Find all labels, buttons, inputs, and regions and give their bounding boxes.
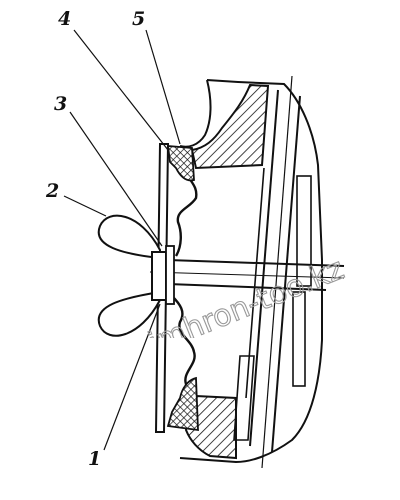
upper-wall-section xyxy=(190,83,270,170)
callout-5: 5 xyxy=(132,8,146,30)
leader-1 xyxy=(103,303,161,451)
leader-2 xyxy=(63,195,107,217)
leader-5 xyxy=(145,29,181,145)
callout-1: 1 xyxy=(88,448,102,470)
wing-nut-upper-wing xyxy=(97,214,161,260)
stem-axis xyxy=(149,271,345,279)
rod-inner xyxy=(245,167,265,399)
guide-block-upper xyxy=(296,175,312,287)
wing-nut-hub xyxy=(151,251,167,301)
callout-3: 3 xyxy=(54,93,68,115)
leader-3 xyxy=(69,111,163,247)
shaft-centerline xyxy=(261,75,293,469)
stem-bottom xyxy=(167,283,327,291)
guide-bracket xyxy=(233,355,255,441)
lower-wall-section xyxy=(184,394,237,460)
housing-lip-top xyxy=(179,79,212,148)
housing-outline xyxy=(179,79,323,464)
shaft-edge-left xyxy=(249,89,279,447)
shaft-edge-right xyxy=(271,95,301,453)
washer xyxy=(165,245,175,305)
wing-nut-lower-wing xyxy=(97,290,161,337)
callout-4: 4 xyxy=(58,8,72,30)
gasket-upper xyxy=(166,145,195,182)
leader-4 xyxy=(73,29,169,151)
gasket-lower xyxy=(166,376,199,432)
guide-block-lower xyxy=(292,291,306,387)
stem-top xyxy=(167,259,345,267)
callout-2: 2 xyxy=(46,180,60,202)
